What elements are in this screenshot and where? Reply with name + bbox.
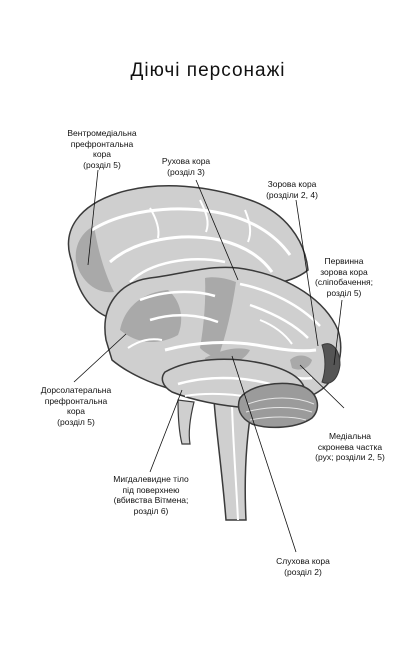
mt-region (290, 355, 312, 370)
amygdala-pointer (149, 389, 183, 473)
dlpfc-region (120, 290, 182, 342)
motor-pointer (195, 179, 239, 281)
motor-cortex-region (200, 277, 236, 358)
visual-pointer (295, 199, 319, 347)
cerebellum (237, 382, 319, 429)
label-visual-cortex: Зорова кора(розділи 2, 4) (266, 179, 318, 200)
vmpfc-region (75, 226, 114, 293)
mt-pointer (299, 364, 345, 409)
page-title: Діючі персонажі (130, 60, 286, 81)
dlpfc-pointer (73, 333, 127, 383)
label-auditory-cortex: Слухова кора(розділ 2) (276, 556, 330, 577)
spinal-cord (177, 399, 195, 445)
primary-visual-pointer (333, 299, 343, 366)
label-motor-cortex: Рухова кора(розділ 3) (161, 156, 211, 177)
brainstem (213, 399, 253, 521)
auditory-pointer (231, 355, 297, 553)
vmpfc-pointer (87, 169, 99, 266)
